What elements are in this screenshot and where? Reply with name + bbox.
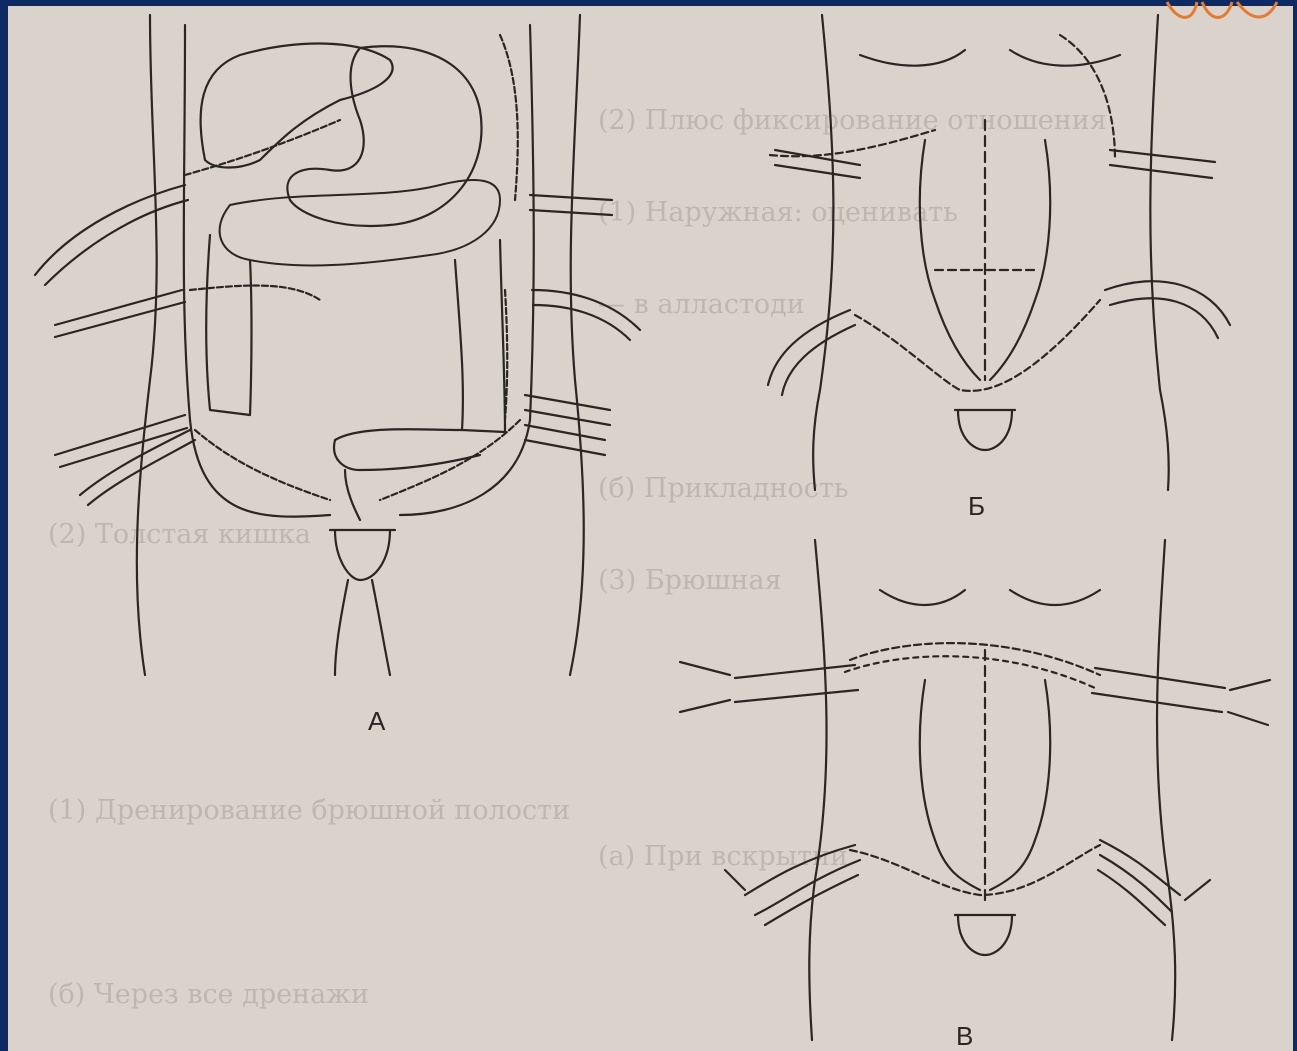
figure-a-abdomen — [35, 15, 640, 675]
figure-label-v: В — [956, 1021, 973, 1051]
figure-v-abdomen — [680, 540, 1270, 1040]
drainage-illustration — [8, 6, 1293, 1051]
figure-b-abdomen — [768, 15, 1230, 490]
scanned-page: (2) Плюс фиксирование отношения(1) Наруж… — [8, 6, 1293, 1051]
figure-label-b: Б — [968, 491, 985, 522]
figure-label-a: А — [368, 706, 385, 737]
corner-decoration — [1157, 0, 1297, 30]
